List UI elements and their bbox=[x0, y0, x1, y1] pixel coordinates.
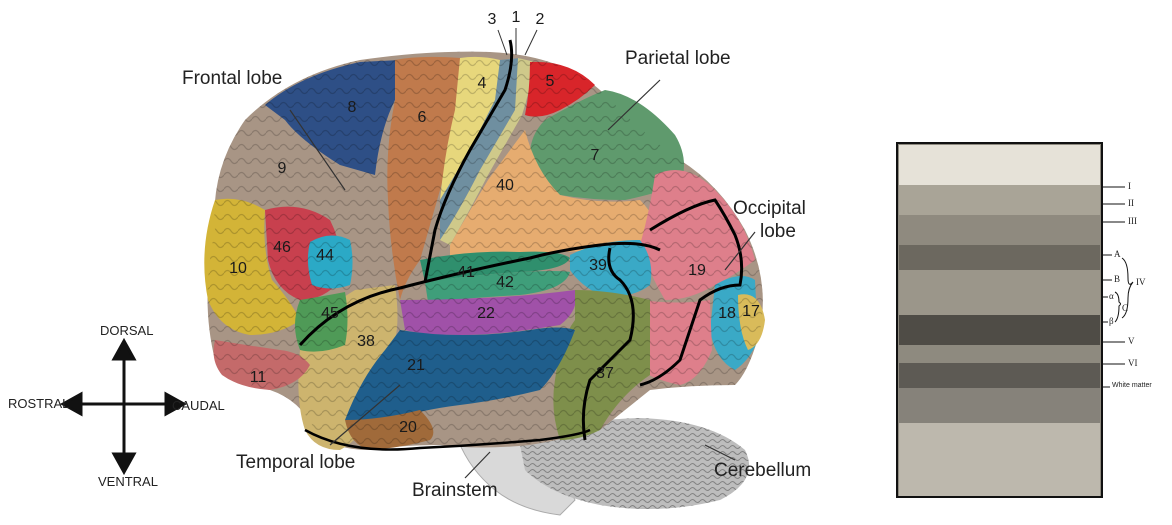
layer-label-alpha: α bbox=[1109, 291, 1114, 301]
layer-label-III: III bbox=[1128, 216, 1137, 226]
area-label-7: 7 bbox=[591, 147, 600, 164]
area-3-leader bbox=[498, 30, 507, 55]
area-label-10: 10 bbox=[229, 260, 247, 277]
area-label-2: 2 bbox=[536, 11, 545, 28]
area-label-21: 21 bbox=[407, 357, 425, 374]
area-label-5: 5 bbox=[546, 73, 555, 90]
area-label-6: 6 bbox=[418, 109, 427, 126]
layer-label-II: II bbox=[1128, 198, 1134, 208]
area-label-42: 42 bbox=[496, 274, 514, 291]
layer-label-IV: IV bbox=[1136, 277, 1146, 287]
area-label-1: 1 bbox=[512, 9, 521, 26]
layer-label-white-matter: White matter bbox=[1112, 382, 1152, 389]
area-label-17: 17 bbox=[742, 303, 760, 320]
area-label-38: 38 bbox=[357, 333, 375, 350]
layer-label-VI: VI bbox=[1128, 358, 1138, 368]
area-label-8: 8 bbox=[348, 99, 357, 116]
area-label-45: 45 bbox=[321, 305, 339, 322]
occipital-lobe-label-line2: lobe bbox=[760, 221, 796, 243]
area-label-3: 3 bbox=[488, 11, 497, 28]
area-label-20: 20 bbox=[399, 419, 417, 436]
layer-label-A: A bbox=[1114, 249, 1121, 259]
layer-ticks bbox=[1102, 187, 1125, 387]
frontal-lobe-label: Frontal lobe bbox=[182, 68, 282, 90]
ventral-label: VENTRAL bbox=[98, 474, 158, 489]
layer-label-C: C bbox=[1122, 303, 1128, 313]
dorsal-label: DORSAL bbox=[100, 323, 153, 338]
area-label-37: 37 bbox=[596, 365, 614, 382]
rostral-label: ROSTRAL bbox=[8, 396, 69, 411]
area-label-22: 22 bbox=[477, 305, 495, 322]
temporal-lobe-label: Temporal lobe bbox=[236, 452, 355, 474]
cortex-layer-photo bbox=[897, 143, 1102, 497]
orientation-compass bbox=[63, 341, 184, 472]
brainstem-label: Brainstem bbox=[412, 480, 498, 502]
cerebellum-label: Cerebellum bbox=[714, 460, 811, 482]
area-label-11: 11 bbox=[250, 369, 267, 386]
caudal-label: CAUDAL bbox=[172, 398, 225, 413]
area-label-39: 39 bbox=[589, 257, 607, 274]
layer-label-beta: β bbox=[1109, 316, 1114, 326]
area-2-leader bbox=[525, 30, 537, 55]
area-label-41: 41 bbox=[457, 264, 475, 281]
area-label-40: 40 bbox=[496, 177, 514, 194]
layer-label-V: V bbox=[1128, 336, 1135, 346]
area-label-44: 44 bbox=[316, 247, 334, 264]
area-label-4: 4 bbox=[478, 75, 487, 92]
parietal-lobe-label: Parietal lobe bbox=[625, 48, 731, 70]
area-label-18: 18 bbox=[718, 305, 736, 322]
area-label-19: 19 bbox=[688, 262, 706, 279]
layer-label-I: I bbox=[1128, 181, 1131, 191]
occipital-lobe-label-line1: Occipital bbox=[733, 198, 806, 220]
area-label-9: 9 bbox=[278, 160, 287, 177]
area-label-46: 46 bbox=[273, 239, 291, 256]
layer-label-B: B bbox=[1114, 274, 1120, 284]
layer-c-brace bbox=[1115, 292, 1121, 322]
